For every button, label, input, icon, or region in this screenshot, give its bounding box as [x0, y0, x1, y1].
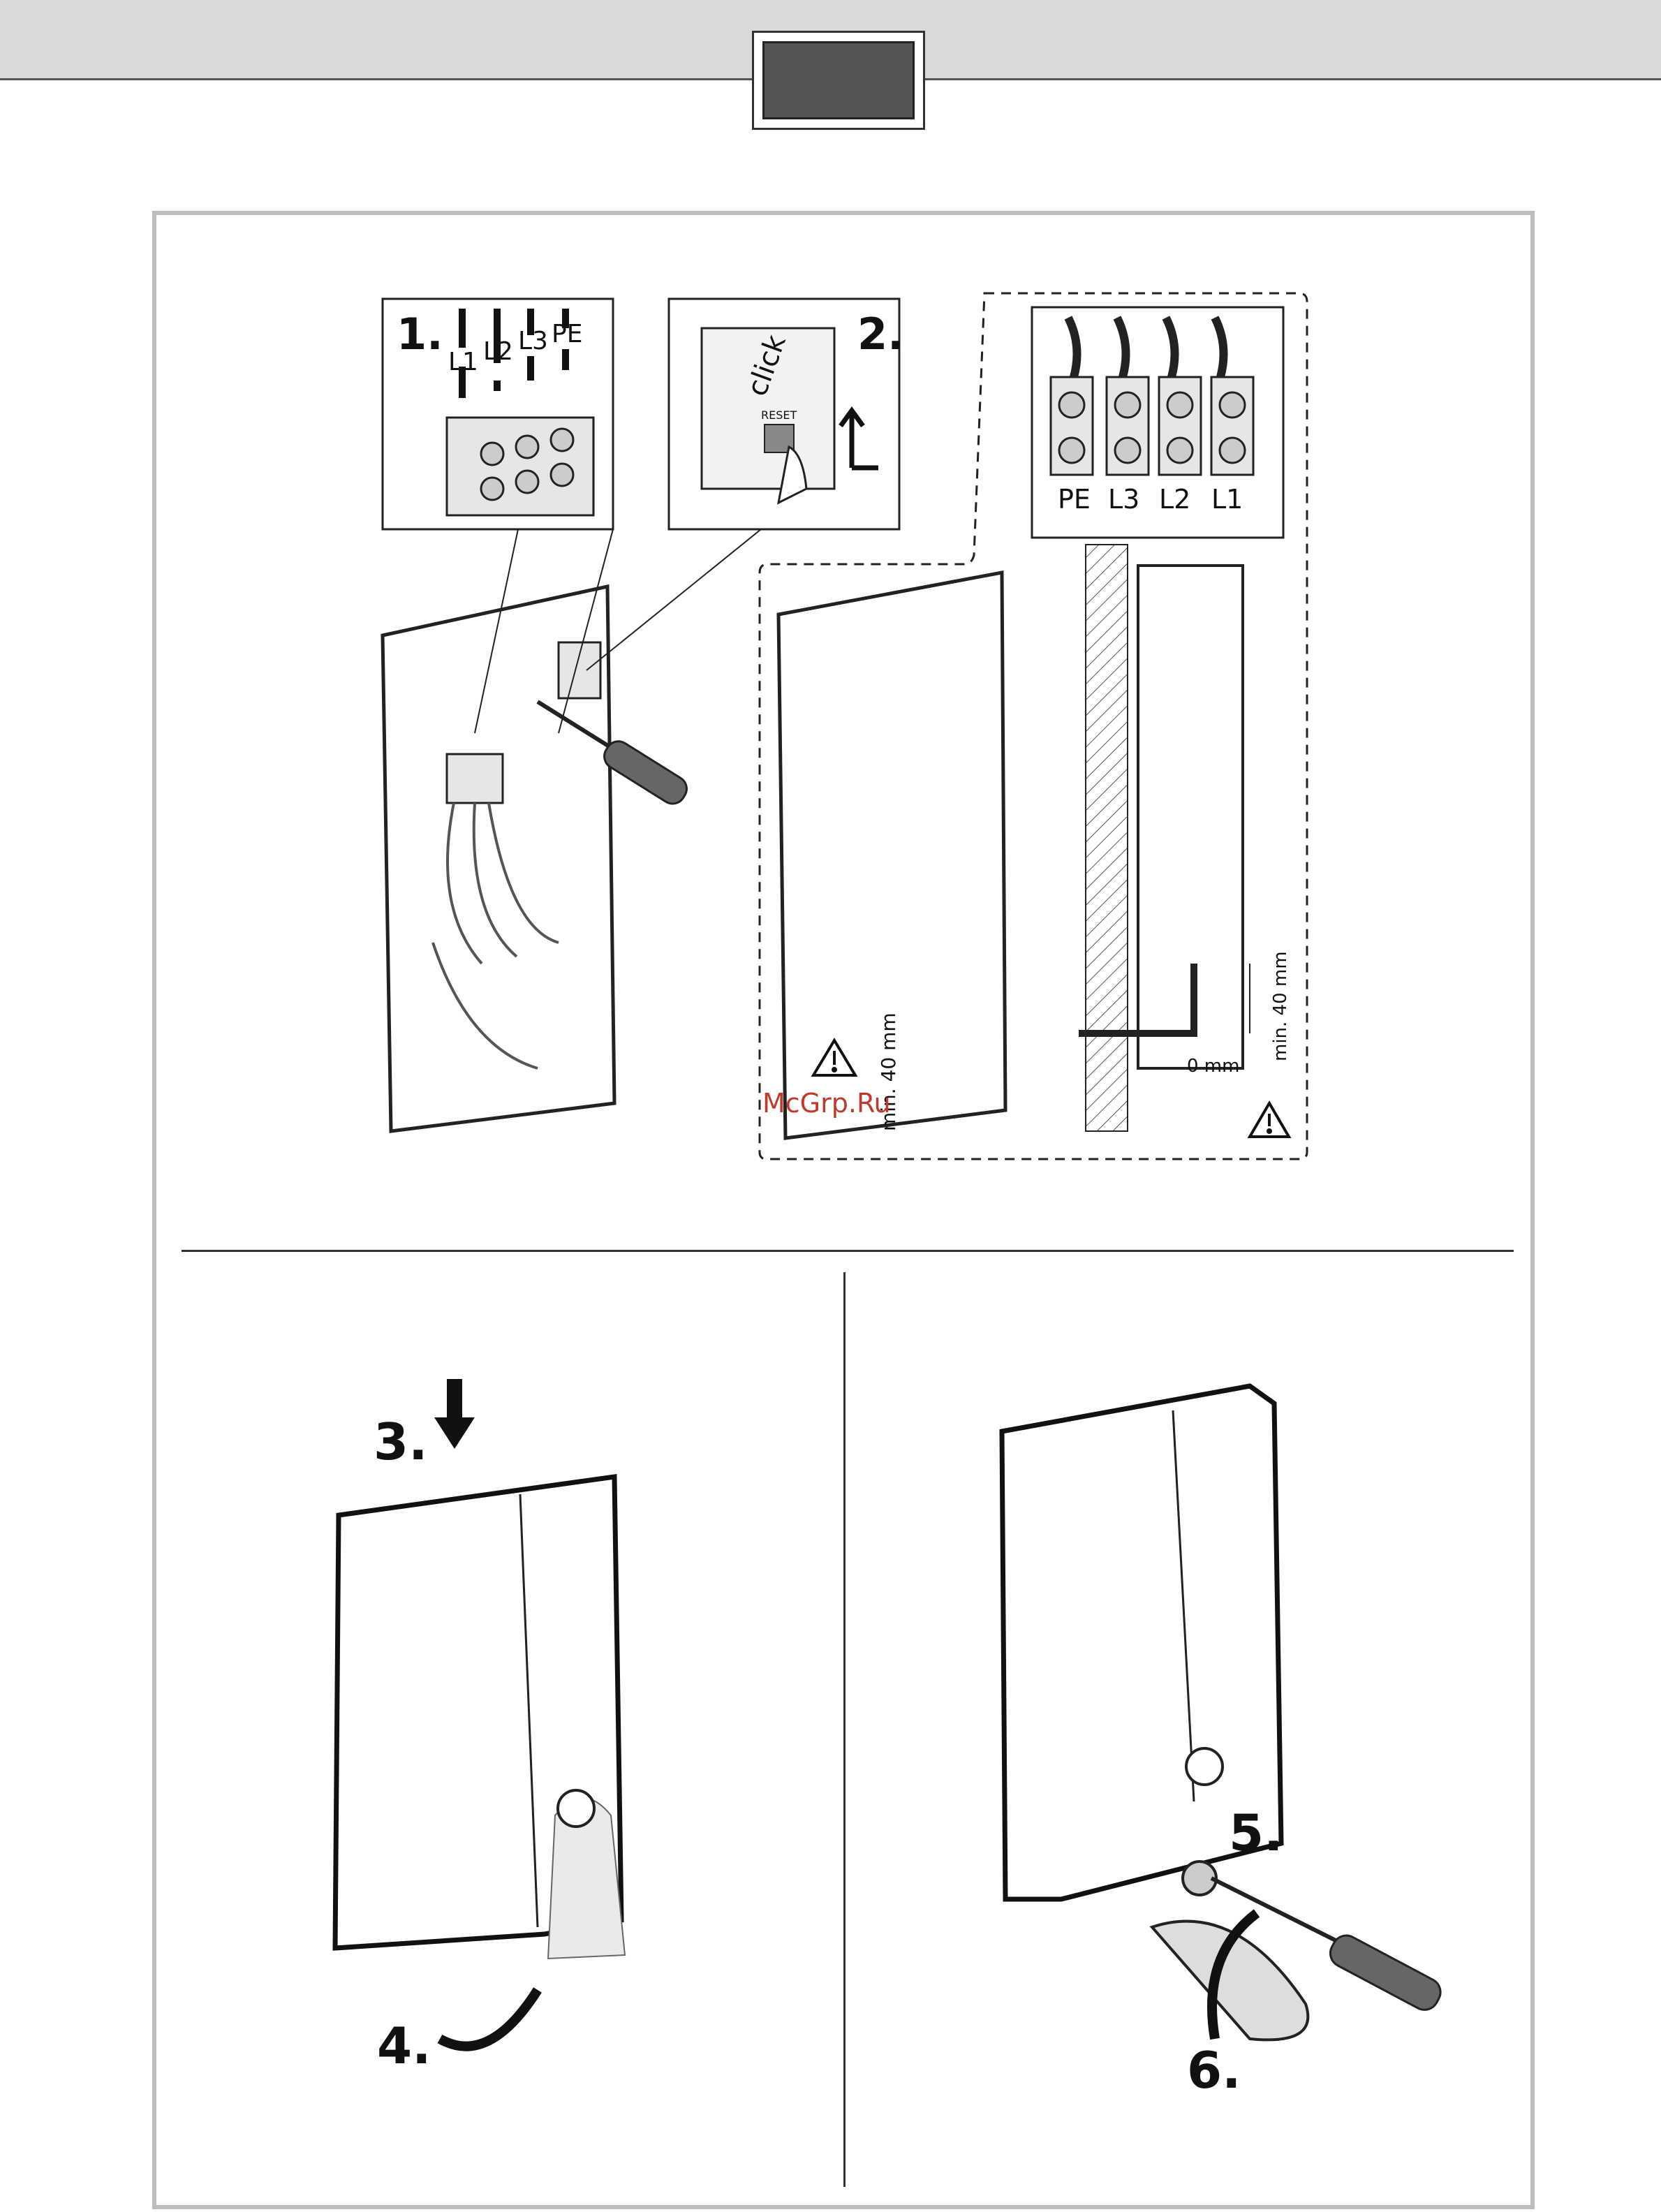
cover-screw — [1183, 1861, 1216, 1895]
terminal-block — [447, 754, 503, 803]
watermark: McGrp.Ru — [762, 1088, 891, 1119]
step2-inset: 2. click RESET — [669, 299, 904, 529]
wire-label-l2: L2 — [483, 337, 513, 366]
warning-icon — [1250, 1103, 1289, 1137]
temperature-knob — [558, 1790, 594, 1827]
step1-inset: 1. L1 L2 L3 PE — [383, 299, 613, 529]
wire-label-pe: PE — [552, 320, 582, 348]
step5-6-illustration: 5. 6. — [1002, 1386, 1445, 2100]
step5-number: 5. — [1229, 1804, 1283, 1862]
terminal-label-l1: L1 — [1211, 484, 1243, 515]
opened-unit-left — [383, 529, 761, 1131]
step1-terminal-block — [447, 418, 593, 515]
step3-4-illustration: 3. 4. — [335, 1379, 625, 2075]
reset-label: RESET — [761, 408, 797, 422]
wall-section — [1086, 545, 1128, 1131]
step1-number: 1. — [397, 309, 443, 360]
wire-label-l1: L1 — [448, 348, 478, 376]
wire-label-l3: L3 — [518, 327, 548, 355]
step3-number: 3. — [374, 1413, 427, 1471]
terminal-label-l3: L3 — [1108, 484, 1139, 515]
arrow-down-icon — [434, 1379, 475, 1449]
step6-number: 6. — [1187, 2041, 1241, 2100]
rotate-arrow-icon — [440, 1990, 538, 2047]
step4-number: 4. — [377, 2016, 431, 2075]
terminal-label-l2: L2 — [1159, 484, 1190, 515]
dim-zero: 0 mm — [1187, 1056, 1239, 1077]
temperature-knob — [1186, 1748, 1223, 1785]
terminal-label-pe: PE — [1058, 484, 1091, 515]
reset-switch — [559, 642, 600, 698]
callout-line — [586, 529, 761, 670]
dim-min40-right: min. 40 mm — [1270, 951, 1291, 1061]
step2-number: 2. — [857, 309, 904, 360]
